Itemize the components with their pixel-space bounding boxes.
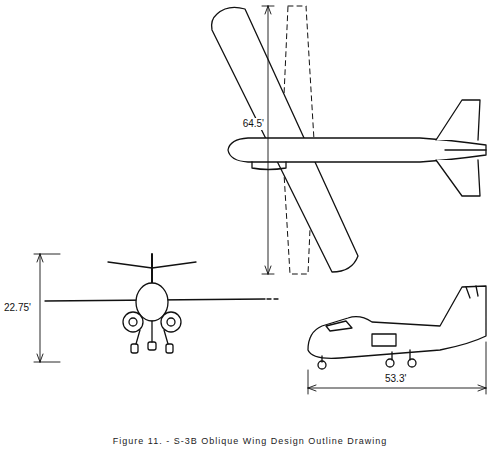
dimension-label: 22.75' bbox=[3, 302, 32, 314]
fuselage-top bbox=[228, 138, 486, 162]
engine-right bbox=[161, 312, 181, 332]
dimension-label: 53.3' bbox=[384, 373, 407, 385]
engine-side bbox=[372, 334, 396, 346]
landing-gear-front bbox=[136, 321, 168, 344]
wing-front-dashed bbox=[267, 298, 278, 299]
length-dimension bbox=[308, 342, 486, 394]
engine-left bbox=[123, 312, 143, 332]
figure-caption: Figure 11. - S-3B Oblique Wing Design Ou… bbox=[113, 436, 387, 447]
horizontal-tail-front bbox=[108, 262, 196, 268]
height-dimension bbox=[34, 254, 60, 362]
tail-fin-top bbox=[445, 149, 486, 150]
canopy bbox=[326, 321, 352, 331]
landing-gear-side bbox=[322, 350, 410, 362]
dimension-label: 64.5' bbox=[242, 118, 265, 130]
horizontal-stabilizer bbox=[436, 100, 480, 196]
span-dimension bbox=[262, 6, 274, 274]
tail-trim bbox=[466, 286, 478, 298]
fuselage-side bbox=[308, 286, 486, 358]
engine-nacelle bbox=[252, 162, 286, 170]
